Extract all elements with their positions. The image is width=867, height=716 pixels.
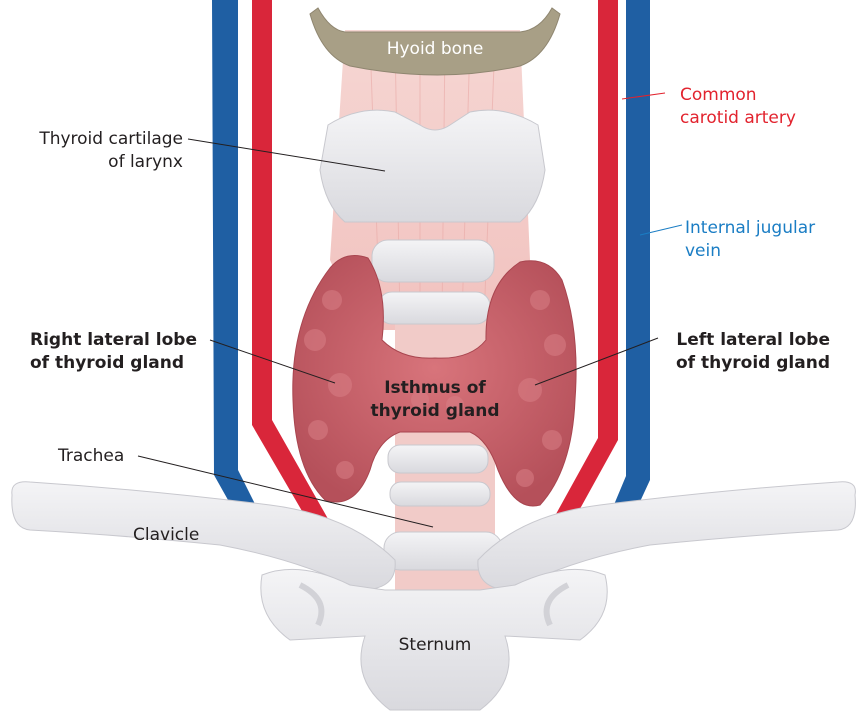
isthmus-label: Isthmus of thyroid gland	[360, 377, 510, 423]
clavicle-label: Clavicle	[133, 524, 199, 547]
left-lateral-lobe-label: Left lateral lobe of thyroid gland	[635, 329, 830, 375]
hyoid-bone-label: Hyoid bone	[360, 38, 510, 61]
thyroid-cartilage-label: Thyroid cartilage of larynx	[15, 128, 183, 174]
trachea-label: Trachea	[58, 445, 124, 468]
right-lateral-lobe-label: Right lateral lobe of thyroid gland	[30, 329, 197, 375]
common-carotid-artery-label: Common carotid artery	[680, 84, 796, 130]
internal-jugular-vein-label: Internal jugular vein	[685, 217, 815, 263]
sternum-label: Sternum	[385, 634, 485, 657]
